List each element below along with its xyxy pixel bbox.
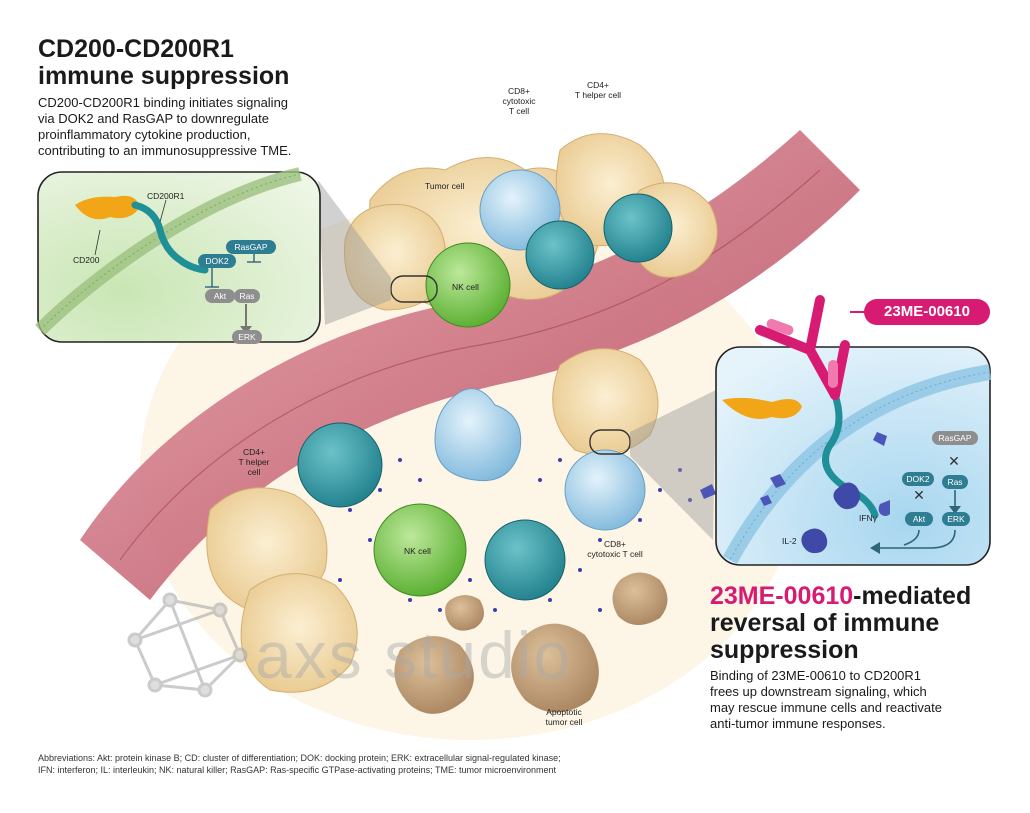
pill-dok2-right: DOK2	[902, 472, 934, 486]
binding-highlight-bottom	[589, 429, 631, 455]
label-line: cytotoxic	[502, 96, 536, 106]
label-line: cell	[247, 467, 261, 477]
lower-tumor-cells	[206, 348, 659, 693]
label-line: CD4+	[587, 80, 609, 90]
drug-badge: 23ME-00610	[864, 299, 990, 325]
label-line: CD8+	[508, 86, 530, 96]
left-desc-line: contributing to an immunosuppressive TME…	[38, 143, 292, 158]
right-title-highlight: 23ME-00610	[710, 582, 854, 610]
label-line: tumor cell	[545, 717, 583, 727]
label-cd4-top: CD4+ T helper cell	[562, 80, 634, 100]
right-description: Binding of 23ME-00610 to CD200R1 frees u…	[710, 668, 1010, 732]
label-nk-top: NK cell	[452, 282, 479, 292]
label-nk-bottom: NK cell	[404, 546, 431, 556]
label-line: T helper	[238, 457, 270, 467]
pill-rasgap-left: RasGAP	[226, 240, 276, 254]
right-desc-line: anti-tumor immune responses.	[710, 716, 886, 731]
pill-akt-right: Akt	[905, 512, 933, 526]
label-line: CD4+	[243, 447, 265, 457]
cd4-cell-top-b	[603, 193, 673, 263]
abbreviations-line-2: IFN: interferon; IL: interleukin; NK: na…	[38, 765, 557, 775]
watermark-logo	[127, 592, 248, 698]
label-cd8-bottom: CD8+ cytotoxic T cell	[574, 539, 656, 559]
label-line: cytotoxic T cell	[587, 549, 643, 559]
right-title-line-2: reversal of immune	[710, 609, 940, 637]
abbreviations: Abbreviations: Akt: protein kinase B; CD…	[38, 752, 998, 776]
cd4-cell-top-a	[525, 220, 595, 290]
zoom-wedge-left	[318, 180, 391, 325]
left-title-line-2: immune suppression	[38, 62, 290, 90]
inset-right-illustration: ✕ ✕	[715, 346, 992, 566]
pill-erk-right: ERK	[942, 512, 970, 526]
binding-highlight-top	[390, 275, 438, 303]
left-title: CD200-CD200R1 immune suppression	[38, 36, 289, 90]
right-desc-line: Binding of 23ME-00610 to CD200R1	[710, 668, 922, 683]
pill-erk-left: ERK	[232, 330, 262, 344]
right-title: 23ME-00610-mediated reversal of immune s…	[710, 583, 1010, 664]
svg-text:✕: ✕	[913, 487, 925, 503]
cd4-cell-bottom	[297, 422, 383, 508]
label-line: CD8+	[604, 539, 626, 549]
label-cd4-bottom: CD4+ T helper cell	[232, 447, 276, 477]
left-desc-line: via DOK2 and RasGAP to downregulate	[38, 111, 270, 126]
abbreviations-line-1: Abbreviations: Akt: protein kinase B; CD…	[38, 753, 561, 763]
label-cd200r1: CD200R1	[147, 191, 185, 201]
label-cd8-top: CD8+ cytotoxic T cell	[493, 86, 545, 116]
label-apoptotic: Apoptotic tumor cell	[536, 707, 592, 727]
watermark-text: axs studio	[255, 618, 573, 692]
left-desc-line: proinflammatory cytokine production,	[38, 127, 251, 142]
right-desc-line: frees up downstream signaling, which	[710, 684, 927, 699]
nk-cell-bottom	[373, 503, 467, 597]
left-desc-line: CD200-CD200R1 binding initiates signalin…	[38, 95, 289, 110]
cd8-cell-bottom-b	[564, 449, 646, 531]
pill-rasgap-right: RasGAP	[932, 431, 978, 445]
label-cd200: CD200	[73, 255, 100, 265]
label-tumor-cell: Tumor cell	[425, 181, 465, 191]
extravasating-t-cell	[434, 388, 522, 482]
label-line: T cell	[508, 106, 530, 116]
zoom-wedge-right	[630, 390, 716, 540]
pill-ras-left: Ras	[234, 289, 260, 303]
label-line: Apoptotic	[546, 707, 582, 717]
pill-akt-left: Akt	[205, 289, 235, 303]
label-il2: IL-2	[782, 536, 797, 546]
right-desc-line: may rescue immune cells and reactivate	[710, 700, 942, 715]
left-description: CD200-CD200R1 binding initiates signalin…	[38, 95, 358, 159]
cd8-cell-bottom-a	[484, 519, 566, 601]
right-title-line-1: 23ME-00610-mediated	[710, 583, 1010, 610]
label-ifng: IFNγ	[859, 513, 877, 523]
apoptotic-tumor-cells	[394, 572, 668, 714]
left-title-line-1: CD200-CD200R1	[38, 35, 234, 63]
svg-text:✕: ✕	[948, 453, 960, 469]
pill-dok2-left: DOK2	[198, 254, 236, 268]
nk-cell-top	[425, 242, 511, 328]
right-title-rest: -mediated	[853, 582, 972, 610]
pill-ras-right: Ras	[942, 475, 968, 489]
right-title-line-3: suppression	[710, 636, 859, 664]
label-line: T helper cell	[574, 90, 622, 100]
